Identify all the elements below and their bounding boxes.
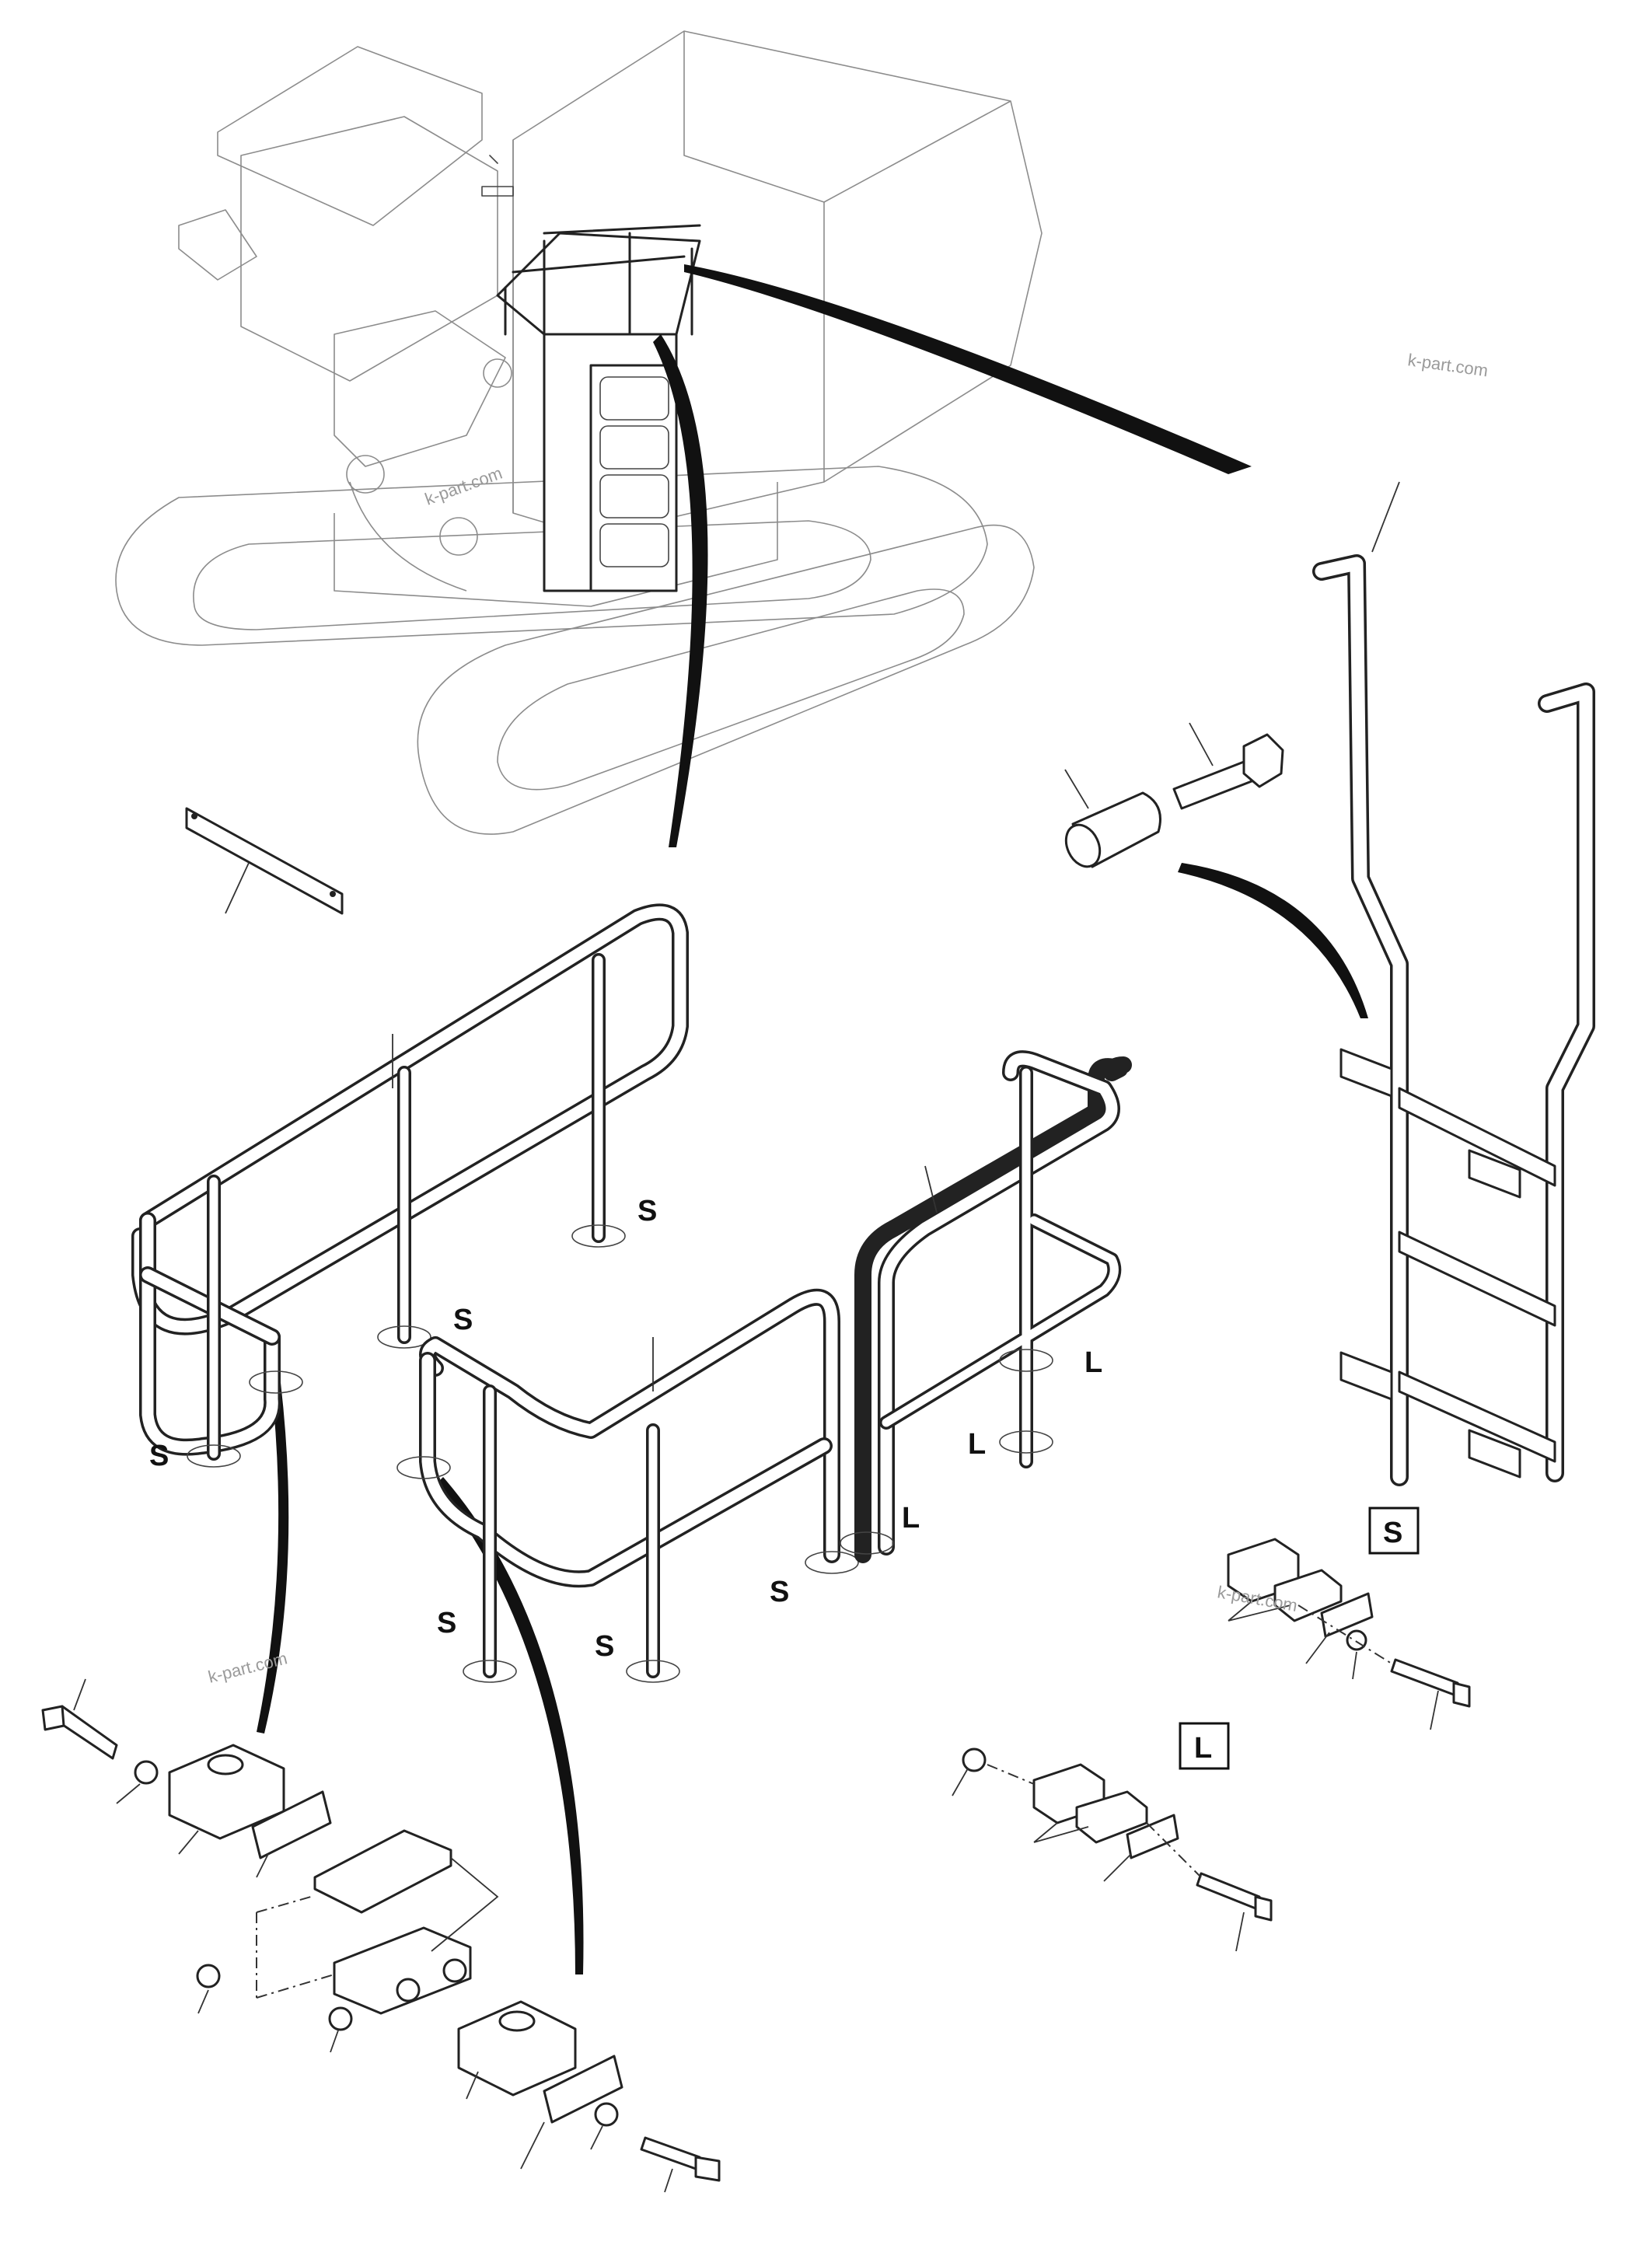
callout-arrow-to-clamp-left xyxy=(257,1376,289,1734)
spacer-and-bolt xyxy=(1064,722,1284,868)
label-s: S xyxy=(595,1630,614,1663)
ladder xyxy=(1312,481,1595,1486)
callout-arrow-to-clamp-right xyxy=(435,1477,584,1974)
callout-arrow-to-ladder xyxy=(684,264,1252,474)
label-l: L xyxy=(968,1428,986,1461)
clamp-set-l: L xyxy=(952,1722,1273,1952)
watermark: k-part.com xyxy=(422,463,505,509)
excavator-outline xyxy=(115,30,1043,835)
mounted-rail-assembly xyxy=(481,155,701,592)
label-s: S xyxy=(437,1607,456,1639)
watermark: k-part.com xyxy=(206,1648,289,1686)
callout-arrow-to-rails xyxy=(653,334,708,847)
right-handrail xyxy=(840,1050,1132,1563)
clamp-set-l-box xyxy=(1179,1722,1230,1770)
front-handrail xyxy=(396,1288,859,1683)
clamp-set-s: S xyxy=(1227,1507,1471,1730)
label-s: S xyxy=(453,1304,473,1336)
label-s: S xyxy=(770,1576,789,1608)
clamp-set-l-label: L xyxy=(1194,1732,1212,1765)
clamp-assembly-lower xyxy=(41,1678,721,2193)
label-s: S xyxy=(637,1195,657,1227)
label-l: L xyxy=(1084,1346,1102,1379)
flat-plate xyxy=(185,807,344,915)
clamp-set-s-label: S xyxy=(1383,1517,1402,1549)
left-handrail xyxy=(131,903,689,1468)
callout-arrow-to-ladder-bracket xyxy=(1178,863,1368,1018)
clamp-set-s-box xyxy=(1368,1507,1420,1555)
watermark: k-part.com xyxy=(1406,350,1489,380)
label-s: S xyxy=(149,1440,169,1472)
label-l: L xyxy=(902,1502,920,1535)
